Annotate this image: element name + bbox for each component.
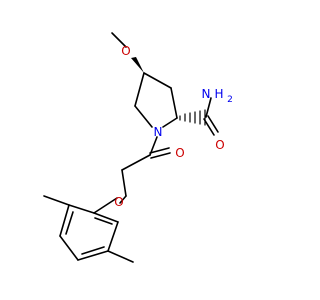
bond-ar2-ar3 [59, 204, 70, 237]
hashed-bond-c2-camide [179, 109, 206, 126]
bond-methyl-ortho [43, 195, 70, 206]
bond-methyl-o [111, 32, 127, 48]
atom-o-amide: O [215, 138, 224, 152]
bond-ar4-ar5 [77, 250, 109, 261]
molecule-diagram: O N H 2 O N O O [43, 32, 233, 263]
bond-cacyl-o-b [150, 152, 171, 159]
bond-c3-c2 [170, 87, 178, 119]
atom-h-subscript: 2 [227, 95, 233, 105]
bond-c2-n [162, 117, 178, 128]
bond-cacyl-o-a [149, 147, 170, 154]
bond-ar1-ar2 [68, 204, 95, 214]
bond-cacyl-ch2 [121, 154, 151, 171]
bond-methyl-meta [107, 250, 134, 263]
bond-ar6-ar1 [93, 212, 119, 223]
bond-ar5-ar6 [107, 221, 119, 252]
atom-o-methoxy: O [121, 44, 130, 58]
atom-n-ring: N [154, 125, 163, 139]
bond-ar-inner-3 [94, 217, 113, 225]
bond-ar3-ar4 [59, 235, 79, 261]
atom-n-amide: N [202, 87, 211, 101]
bond-c4-c3 [143, 72, 172, 89]
bond-camide-o-b [207, 115, 219, 133]
atom-o-ketone: O [175, 146, 184, 160]
atom-labels: O N H 2 O N O O [114, 44, 233, 209]
bond-oether-arc [93, 197, 118, 214]
bond-ar-inner-1 [65, 211, 74, 235]
bond-c5-c4 [134, 72, 145, 107]
atom-o-ether: O [114, 195, 123, 209]
bond-n-c5 [134, 105, 153, 128]
bond-camide-o-a [203, 118, 215, 136]
atom-h-amide: H [214, 87, 223, 101]
bond-camide-n [205, 97, 212, 118]
wedge-bond-c4-o [131, 57, 144, 73]
bond-ar-inner-2 [81, 246, 105, 255]
bond-ch2-oether [119, 195, 127, 204]
bond-lines [43, 32, 219, 263]
bond-ch2-ch2 [121, 169, 127, 197]
